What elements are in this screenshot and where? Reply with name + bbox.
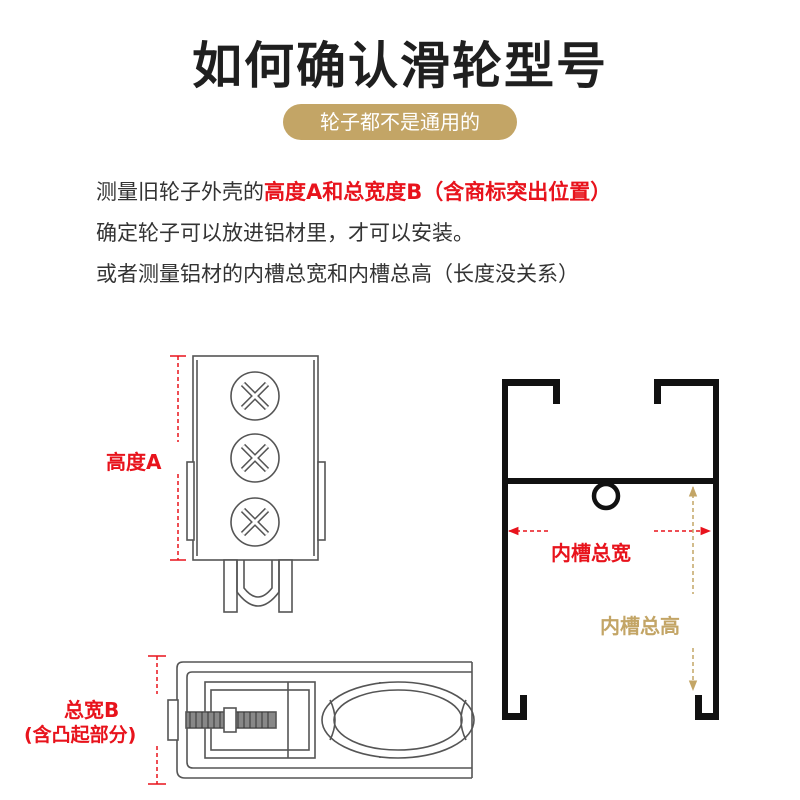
width-b-dimension [148, 655, 166, 785]
width-b-label: 总宽B [64, 698, 120, 722]
wheel-front-view [186, 355, 326, 613]
wheel [321, 681, 475, 759]
side-tab-right [317, 461, 326, 541]
logo-protrusion [167, 699, 179, 741]
profile-crossbar [508, 478, 713, 484]
height-a-dimension [170, 355, 186, 561]
description-line-2: 确定轮子可以放进铝材里，才可以安装。 [96, 221, 474, 245]
wheel-side-view [167, 661, 475, 779]
screw-icon [230, 371, 280, 421]
height-a-label: 高度A [106, 450, 162, 474]
screw-icon [230, 497, 280, 547]
screw-icon [230, 433, 280, 483]
page-title: 如何确认滑轮型号 [192, 37, 608, 95]
width-b-note-label: (含凸起部分) [24, 724, 137, 746]
wheel-bottom [223, 559, 293, 613]
description-line-1-text: 测量旧轮子外壳的 [96, 180, 264, 204]
description-line-3: 或者测量铝材的内槽总宽和内槽总高（长度没关系） [96, 262, 579, 286]
description-line-1: 测量旧轮子外壳的高度A和总宽度B（含商标突出位置） [96, 176, 611, 206]
inner-width-label: 内槽总宽 [551, 541, 631, 565]
description-line-1-highlight: 高度A和总宽度B（含商标突出位置） [264, 180, 612, 204]
aluminum-profile [502, 379, 719, 720]
profile-screw-hole [591, 481, 621, 511]
side-tab-left [186, 461, 195, 541]
subtitle-badge: 轮子都不是通用的 [283, 104, 517, 140]
inner-height-label: 内槽总高 [600, 614, 680, 638]
